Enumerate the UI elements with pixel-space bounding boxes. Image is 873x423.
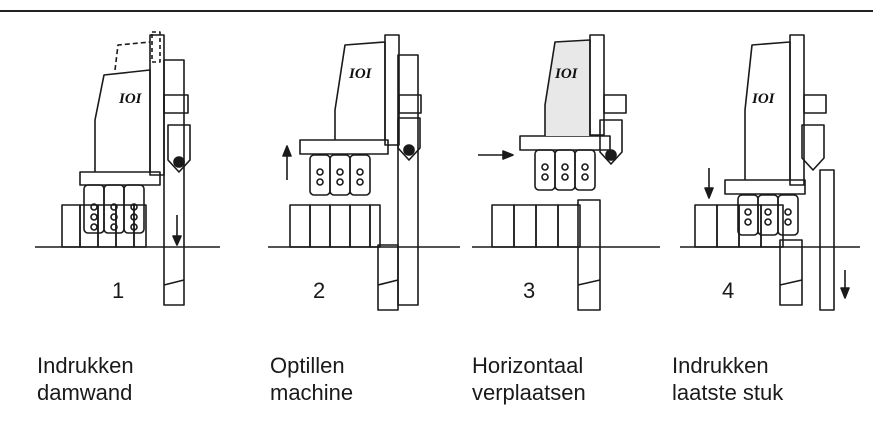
step-number-3: 3 (523, 278, 535, 303)
caption-step-1: Indrukken damwand (37, 352, 134, 406)
guide-pile-4 (779, 169, 835, 311)
brand-mark-2: IOI (348, 66, 373, 82)
clamp-block-4 (737, 194, 799, 236)
panel-4: IOI 4 (680, 34, 860, 311)
caption-4-line1: Indrukken (672, 353, 769, 378)
caption-2-line2: machine (270, 380, 354, 405)
pile-driving-sequence-diagram: IOI 1 IOI 2 (35, 31, 860, 311)
panel-1: IOI 1 (35, 31, 220, 306)
installed-sheet-piles-1 (61, 204, 147, 248)
caption-3-line1: Horizontaal (472, 353, 584, 378)
caption-3-line2: verplaatsen (472, 380, 586, 405)
panel-3: IOI 3 (472, 34, 660, 311)
machine-frame-2 (299, 34, 422, 161)
brand-mark-4: IOI (751, 91, 776, 107)
step-number-2: 2 (313, 278, 325, 303)
caption-step-2: Optillen machine (270, 352, 353, 406)
installed-sheet-piles-3 (491, 204, 581, 248)
machine-frame-1 (79, 31, 191, 186)
step-number-4: 4 (722, 278, 734, 303)
caption-1-line1: Indrukken (37, 353, 134, 378)
clamp-block-1 (83, 184, 145, 234)
caption-2-line1: Optillen (270, 353, 345, 378)
guide-pile-3 (577, 199, 601, 311)
brand-mark-3: IOI (554, 66, 579, 82)
installed-sheet-piles-4 (694, 204, 784, 248)
guide-pile-2 (377, 54, 419, 311)
caption-step-3: Horizontaal verplaatsen (472, 352, 586, 406)
panel-2: IOI 2 (268, 34, 460, 311)
caption-1-line2: damwand (37, 380, 133, 405)
guide-pile-1 (163, 59, 185, 306)
machine-frame-3 (519, 34, 627, 165)
clamp-block-2 (309, 154, 371, 196)
brand-mark-1: IOI (118, 91, 143, 107)
top-rule (0, 10, 873, 12)
installed-sheet-piles-2 (289, 204, 381, 248)
machine-frame-4 (724, 34, 827, 195)
caption-4-line2: laatste stuk (672, 380, 784, 405)
caption-step-4: Indrukken laatste stuk (672, 352, 783, 406)
step-number-1: 1 (112, 278, 124, 303)
clamp-block-3 (534, 149, 596, 191)
